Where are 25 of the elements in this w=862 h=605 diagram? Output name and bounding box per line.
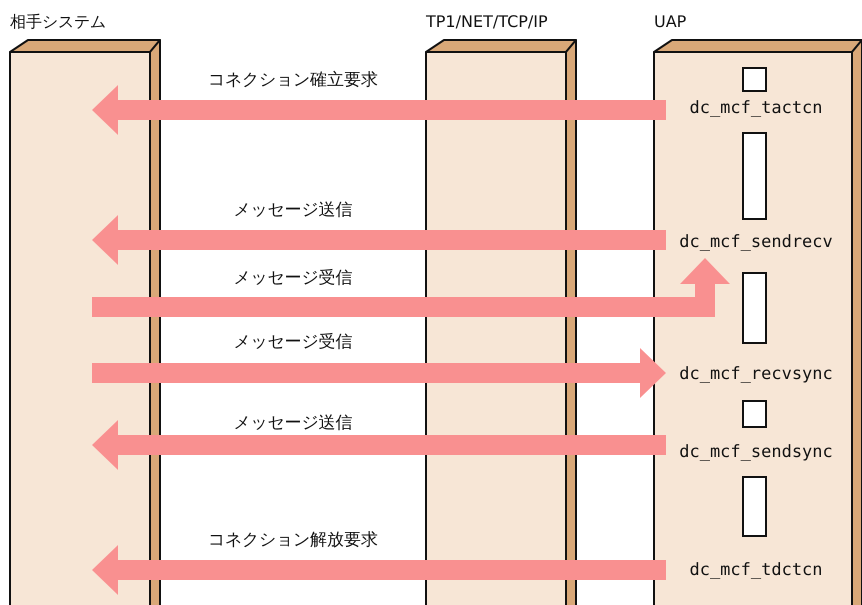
column-heading: 相手システム <box>10 12 106 32</box>
edge-label: メッセージ受信 <box>232 331 354 353</box>
edge-label: メッセージ送信 <box>232 199 354 221</box>
function-name: dc_mcf_sendsync <box>670 441 842 463</box>
arrow <box>92 348 666 398</box>
arrow <box>92 258 730 317</box>
function-box <box>742 400 767 428</box>
function-name: dc_mcf_recvsync <box>670 363 842 385</box>
arrow <box>92 215 666 265</box>
function-name: dc_mcf_tactcn <box>670 97 842 119</box>
arrow <box>92 545 666 595</box>
function-name: dc_mcf_tdctcn <box>670 559 842 581</box>
function-box <box>742 132 767 220</box>
edge-label: コネクション確立要求 <box>207 69 379 91</box>
arrow <box>92 420 666 470</box>
edge-label: メッセージ送信 <box>232 412 354 434</box>
edge-label: コネクション解放要求 <box>207 529 379 551</box>
function-box <box>742 476 767 537</box>
column-heading: UAP <box>654 12 686 32</box>
edge-label: メッセージ受信 <box>232 267 354 289</box>
function-name: dc_mcf_sendrecv <box>670 231 842 253</box>
arrow <box>92 85 666 135</box>
function-box <box>742 272 767 344</box>
function-box <box>742 67 767 92</box>
column-heading: TP1/NET/TCP/IP <box>426 12 548 32</box>
